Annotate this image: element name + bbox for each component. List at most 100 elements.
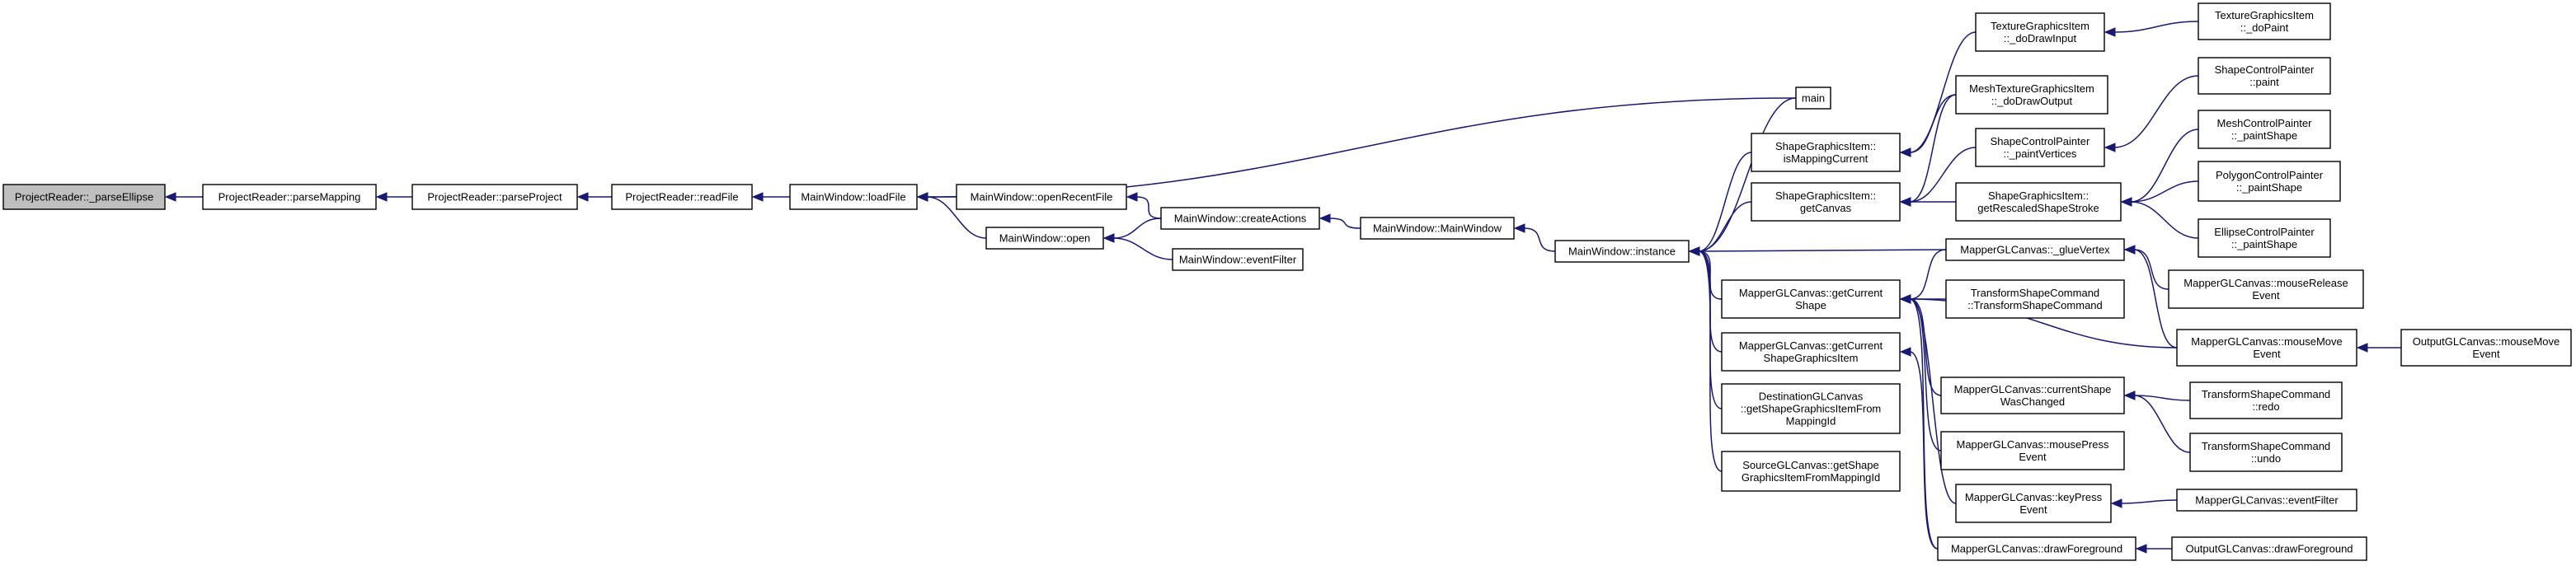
node-label: MainWindow::instance	[1568, 246, 1676, 258]
node-box	[1172, 248, 1304, 271]
node-box	[1721, 279, 1901, 319]
node-label: ::TransformShapeCommand	[1967, 299, 2103, 311]
node-box	[2189, 433, 2343, 472]
node-box	[411, 184, 578, 210]
node-ellipse-paint-shape[interactable]: EllipseControlPainter::_paintShape	[2198, 218, 2331, 258]
node-label: ShapeGraphicsItem::	[1988, 189, 2089, 202]
node-get-current-shape-graphics-item[interactable]: MapperGLCanvas::getCurrentShapeGraphicsI…	[1721, 332, 1901, 372]
node-label: MainWindow::open	[999, 232, 1091, 245]
edge-arrowhead	[576, 192, 589, 202]
edge-arrowhead	[1899, 197, 1911, 207]
node-destination-get-shape[interactable]: DestinationGLCanvas::getShapeGraphicsIte…	[1721, 383, 1901, 434]
node-polygon-paint-shape[interactable]: PolygonControlPainter::_paintShape	[2198, 161, 2341, 202]
edge-arrowhead	[2120, 197, 2132, 207]
node-open-recent-file[interactable]: MainWindow::openRecentFile	[956, 184, 1127, 210]
node-parse-ellipse[interactable]: ProjectReader::_parseEllipse	[2, 184, 166, 210]
node-label: ::_paintVertices	[2004, 147, 2077, 160]
edge-arrowhead	[1126, 192, 1138, 202]
node-box	[1975, 12, 2105, 52]
node-label: ::paint	[2249, 76, 2279, 88]
node-box	[1721, 451, 1901, 492]
node-label: MainWindow::createActions	[1174, 213, 1307, 225]
node-transform-shape-command-ctor[interactable]: TransformShapeCommand::TransformShapeCom…	[1945, 279, 2125, 319]
edge-draw-foreground-to-get-current-shape-graphics-item	[1909, 351, 1939, 550]
node-label: Event	[2472, 348, 2500, 360]
node-get-canvas[interactable]: ShapeGraphicsItem::getCanvas	[1751, 182, 1901, 222]
node-box	[1160, 207, 1320, 230]
node-output-draw-foreground[interactable]: OutputGLCanvas::drawForeground	[2171, 536, 2367, 561]
node-shape-control-paint[interactable]: ShapeControlPainter::paint	[2198, 57, 2331, 95]
node-texture-do-draw-input[interactable]: TextureGraphicsItem::_doDrawInput	[1975, 12, 2105, 52]
node-open[interactable]: MainWindow::open	[985, 227, 1104, 250]
node-label: Event	[2019, 503, 2047, 516]
node-box	[2, 184, 166, 210]
node-label: MapperGLCanvas::mouseMove	[2191, 335, 2343, 348]
node-label: OutputGLCanvas::drawForeground	[2185, 543, 2353, 555]
node-label: WasChanged	[2000, 395, 2065, 408]
edge-get-canvas-to-instance	[1698, 201, 1752, 252]
node-main-window-ctor[interactable]: MainWindow::MainWindow	[1360, 217, 1515, 240]
node-label: ::redo	[2252, 400, 2279, 413]
node-parse-project[interactable]: ProjectReader::parseProject	[411, 184, 578, 210]
node-box	[611, 184, 753, 210]
node-paint-vertices[interactable]: ShapeControlPainter::_paintVertices	[1975, 128, 2105, 167]
node-transform-undo[interactable]: TransformShapeCommand::undo	[2189, 433, 2343, 472]
edge-glue-vertex-to-instance	[1698, 249, 1947, 252]
node-box	[789, 184, 918, 210]
node-box	[1940, 377, 2125, 414]
node-label: ProjectReader::parseMapping	[219, 191, 361, 203]
node-label: MainWindow::openRecentFile	[971, 191, 1113, 203]
node-label: Event	[2252, 289, 2280, 302]
node-box	[2198, 218, 2331, 258]
node-label: MapperGLCanvas::drawForeground	[1951, 543, 2122, 555]
edge-ellipse-paint-shape-to-get-rescaled-shape-stroke	[2130, 201, 2199, 239]
node-instance[interactable]: MainWindow::instance	[1554, 240, 1690, 263]
node-label: MainWindow::eventFilter	[1179, 254, 1297, 266]
node-load-file[interactable]: MainWindow::loadFile	[789, 184, 918, 210]
node-label: ProjectReader::readFile	[625, 191, 738, 203]
node-is-mapping-current[interactable]: ShapeGraphicsItem::isMappingCurrent	[1751, 133, 1901, 172]
edge-arrowhead	[1688, 246, 1700, 256]
node-draw-foreground[interactable]: MapperGLCanvas::drawForeground	[1937, 536, 2136, 561]
edge-mesh-texture-do-draw-output-to-get-canvas	[1909, 94, 1957, 203]
node-box	[202, 184, 377, 210]
edge-create-actions-to-open	[1112, 218, 1162, 239]
node-event-filter[interactable]: MainWindow::eventFilter	[1172, 248, 1304, 271]
edge-open-to-load-file	[926, 196, 987, 239]
node-box	[1751, 133, 1901, 172]
node-box	[1940, 431, 2125, 470]
node-create-actions[interactable]: MainWindow::createActions	[1160, 207, 1320, 230]
edge-arrowhead	[2104, 27, 2116, 37]
node-main[interactable]: main	[1795, 87, 1831, 110]
node-label: TextureGraphicsItem	[2215, 9, 2314, 21]
node-box	[2198, 161, 2341, 202]
node-read-file[interactable]: ProjectReader::readFile	[611, 184, 753, 210]
node-parse-mapping[interactable]: ProjectReader::parseMapping	[202, 184, 377, 210]
node-get-rescaled-shape-stroke[interactable]: ShapeGraphicsItem::getRescaledShapeStrok…	[1955, 182, 2122, 222]
node-mapper-event-filter[interactable]: MapperGLCanvas::eventFilter	[2176, 489, 2357, 512]
edge-mouse-move-event-to-glue-vertex	[2133, 249, 2178, 348]
node-glue-vertex[interactable]: MapperGLCanvas::_glueVertex	[1945, 238, 2125, 261]
node-label: MapperGLCanvas::mousePress	[1957, 438, 2109, 451]
node-label: ::_paintShape	[2231, 238, 2297, 250]
node-mesh-texture-do-draw-output[interactable]: MeshTextureGraphicsItem::_doDrawOutput	[1955, 75, 2108, 115]
node-box	[1554, 240, 1690, 263]
node-label: Shape	[1795, 299, 1826, 311]
edge-main-window-ctor-to-create-actions	[1328, 218, 1361, 229]
node-transform-redo[interactable]: TransformShapeCommand::redo	[2189, 381, 2343, 419]
node-source-get-shape[interactable]: SourceGLCanvas::getShapeGraphicsItemFrom…	[1721, 451, 1901, 492]
node-label: ::undo	[2251, 452, 2281, 465]
node-box	[2171, 536, 2367, 561]
node-label: ProjectReader::_parseEllipse	[15, 191, 153, 203]
node-label: SourceGLCanvas::getShape	[1742, 459, 1879, 471]
node-mesh-paint-shape[interactable]: MeshControlPainter::_paintShape	[2198, 110, 2331, 149]
node-texture-do-paint[interactable]: TextureGraphicsItem::_doPaint	[2198, 2, 2331, 40]
node-label: DestinationGLCanvas	[1759, 391, 1864, 403]
